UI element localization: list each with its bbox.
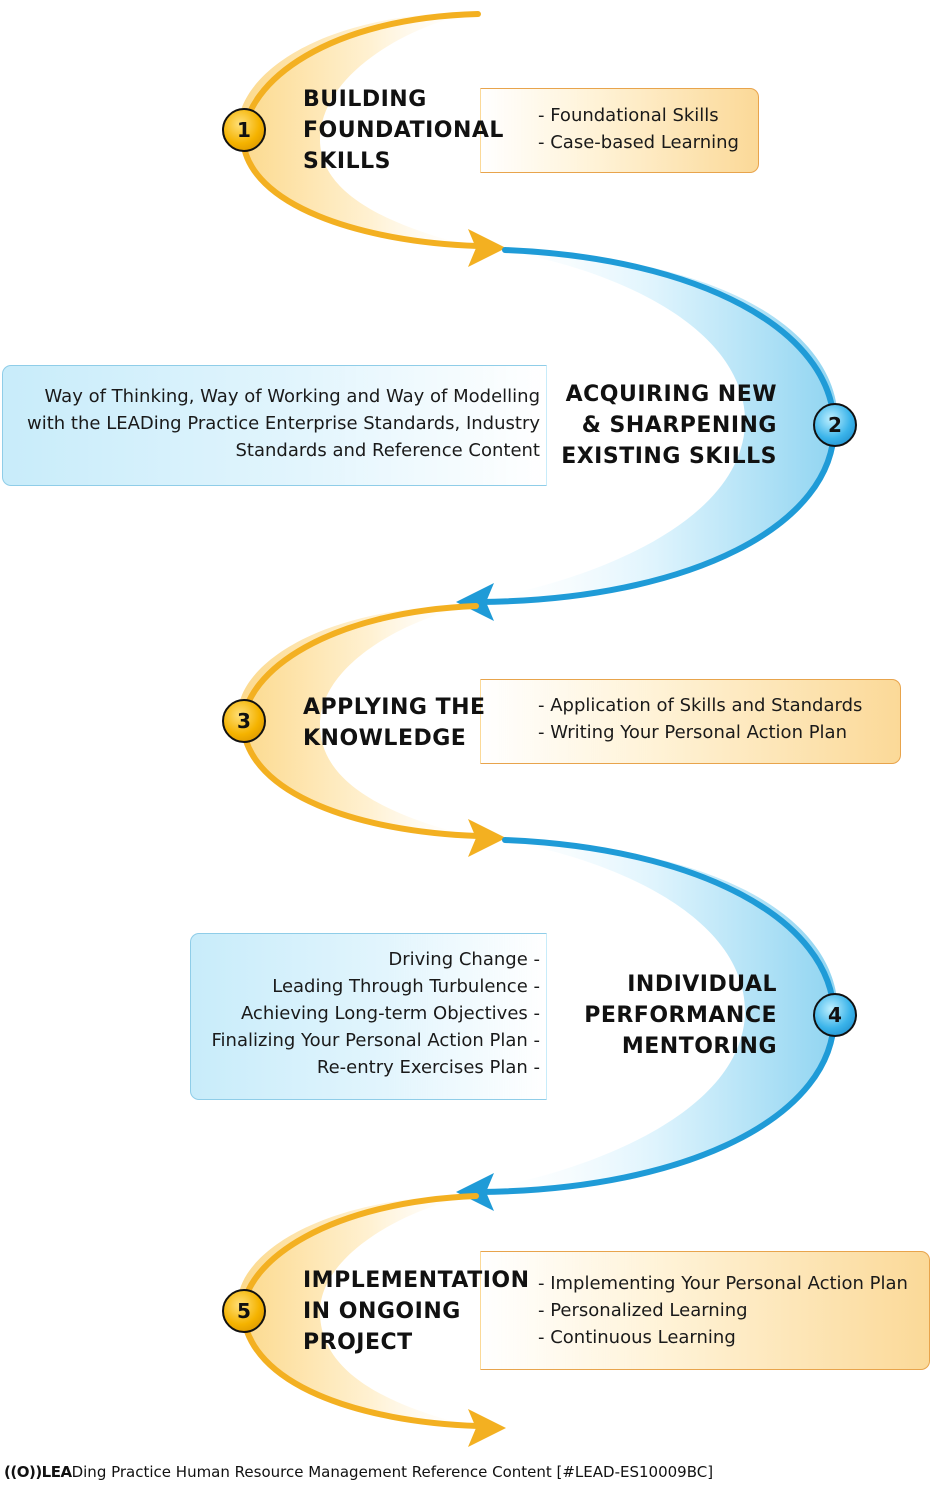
stage-3-box	[480, 679, 901, 764]
stage-5-box	[480, 1251, 930, 1370]
stage-5-crescent	[238, 1195, 480, 1428]
stage-1-items: - Foundational Skills - Case-based Learn…	[538, 102, 739, 156]
stage-5-title: IMPLEMENTATION IN ONGOING PROJECT	[303, 1268, 530, 1355]
stage-1-box	[480, 88, 759, 173]
stage-3-items: - Application of Skills and Standards - …	[538, 692, 862, 746]
stage-5-arrowhead	[468, 1409, 506, 1447]
stage-4-title: INDIVIDUAL PERFORMANCE MENTORING	[584, 972, 777, 1059]
footer-text: Ding Practice Human Resource Management …	[71, 1463, 714, 1481]
footer-credit: ((O))LEADing Practice Human Resource Man…	[4, 1463, 713, 1481]
stage-5-item: - Personalized Learning	[538, 1300, 748, 1321]
stage-3-crescent	[238, 605, 480, 838]
stage-2-number-badge: 2	[813, 403, 857, 447]
stage-1-arrowhead	[468, 229, 506, 267]
leading-practice-logo: ((O))LEA	[4, 1463, 72, 1481]
stage-1-item: - Case-based Learning	[538, 132, 739, 153]
stage-2-item: Standards and Reference Content	[235, 440, 540, 461]
stage-4-item: Achieving Long-term Objectives -	[240, 1003, 540, 1024]
stage-3-arrowhead	[468, 819, 506, 857]
stage-3-number-badge: 3	[222, 699, 266, 743]
stage-4-number-badge: 4	[813, 993, 857, 1037]
stage-4-item: Leading Through Turbulence -	[272, 976, 540, 997]
stage-2-title: ACQUIRING NEW & SHARPENING EXISTING SKIL…	[561, 382, 777, 469]
stage-4-arrowhead	[456, 1173, 494, 1211]
stage-2-item: Way of Thinking, Way of Working and Way …	[44, 386, 540, 407]
stage-2-arrowhead	[456, 583, 494, 621]
stage-1-item: - Foundational Skills	[538, 105, 719, 126]
stage-4-crescent	[470, 840, 839, 1192]
stage-1-title: BUILDING FOUNDATIONAL SKILLS	[303, 87, 504, 174]
stage-4-item: Finalizing Your Personal Action Plan -	[211, 1030, 540, 1051]
stage-2-crescent	[470, 250, 839, 602]
stage-4-items: Driving Change - Leading Through Turbule…	[212, 946, 540, 1081]
stage-4-box	[190, 933, 547, 1100]
stage-5-items: - Implementing Your Personal Action Plan…	[538, 1270, 908, 1351]
stage-3-item: - Writing Your Personal Action Plan	[538, 722, 847, 743]
stage-3-item: - Application of Skills and Standards	[538, 695, 863, 716]
stage-2-item: with the LEADing Practice Enterprise Sta…	[27, 413, 540, 434]
stage-5-item: - Continuous Learning	[538, 1327, 736, 1348]
stage-1-crescent	[238, 12, 480, 248]
stage-3-title: APPLYING THE KNOWLEDGE	[303, 695, 486, 751]
stage-4-item: Re-entry Exercises Plan -	[316, 1057, 540, 1078]
stage-5-number-badge: 5	[222, 1289, 266, 1333]
stage-1-number-badge: 1	[222, 108, 266, 152]
stage-2-items: Way of Thinking, Way of Working and Way …	[27, 383, 540, 464]
stage-2-box	[2, 365, 547, 486]
stage-4-item: Driving Change -	[388, 949, 540, 970]
stage-5-item: - Implementing Your Personal Action Plan	[538, 1273, 908, 1294]
